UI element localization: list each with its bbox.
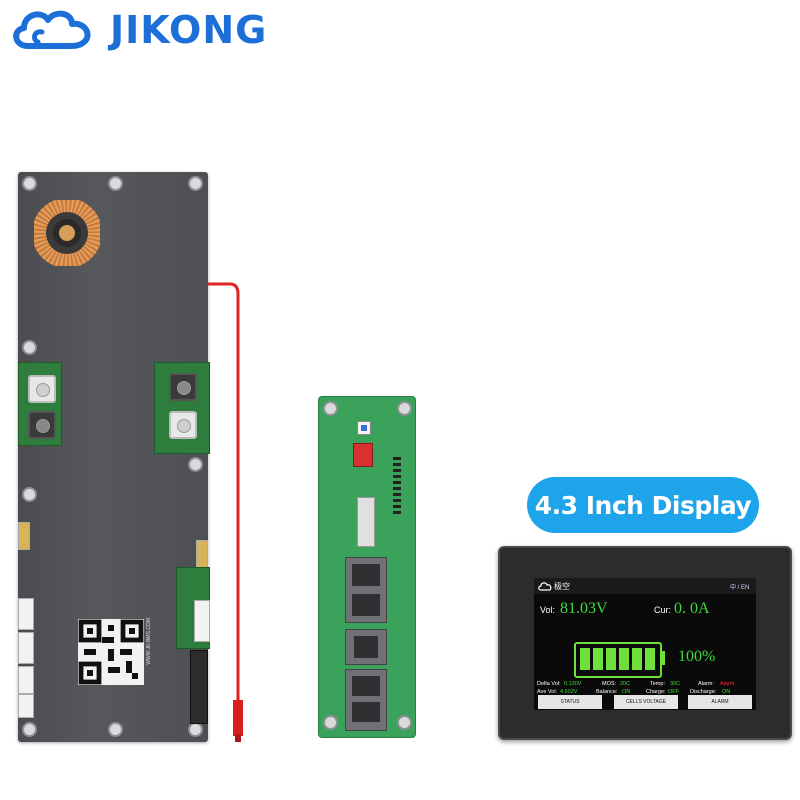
screen-brand: 极空 — [554, 582, 570, 591]
terminal-pad-p — [154, 362, 210, 454]
stat-value: ON — [622, 689, 631, 695]
battery-cell — [593, 648, 603, 670]
stat-label: Alarm: — [698, 681, 714, 687]
display-size-badge: 4.3 Inch Display — [527, 477, 759, 533]
battery-cell — [632, 648, 642, 670]
mounting-hole — [397, 715, 412, 730]
battery-cell — [606, 648, 616, 670]
brand-name: JIKONG — [110, 8, 268, 52]
jikong-logo: JIKONG — [8, 2, 267, 58]
language-toggle[interactable]: 中 / EN — [730, 585, 750, 591]
mounting-hole — [397, 401, 412, 416]
terminal-block — [357, 497, 375, 547]
tab-status[interactable]: STATUS — [538, 695, 602, 709]
lcd-screen: 极空 中 / EN Vol: 81.03V Cur: 0. 0A 100% De… — [534, 578, 756, 710]
cloud-logo-icon — [13, 10, 91, 49]
connector — [18, 522, 30, 550]
mounting-hole — [22, 487, 37, 502]
stat-value: 30C — [670, 681, 681, 687]
stat-label: Temp: — [650, 681, 665, 687]
voltage-value: 81.03V — [560, 600, 608, 617]
screen-header — [534, 578, 756, 594]
screw-terminal — [28, 375, 56, 403]
battery-cell — [580, 648, 590, 670]
mounting-hole — [188, 176, 203, 191]
mounting-hole — [323, 715, 338, 730]
stat-label: Delta Vol: — [537, 681, 561, 687]
mounting-hole — [188, 457, 203, 472]
communication-board — [318, 396, 416, 738]
alarm-status: Alarm — [720, 681, 735, 687]
balance-connector — [18, 598, 34, 630]
reset-button[interactable] — [357, 421, 371, 435]
lcd-display-module: 极空 中 / EN Vol: 81.03V Cur: 0. 0A 100% De… — [498, 546, 792, 740]
terminal-pad-b — [18, 362, 62, 446]
qr-code — [78, 619, 144, 685]
mounting-hole — [22, 722, 37, 737]
battery-tip — [660, 651, 665, 665]
mounting-hole — [22, 340, 37, 355]
stat-value: 20C — [620, 681, 631, 687]
current-value: 0. 0A — [674, 600, 710, 617]
stat-label: Discharge: — [690, 689, 717, 695]
red-wire — [208, 282, 243, 742]
stat-label: Charge: — [646, 689, 666, 695]
pin-header — [393, 457, 401, 517]
current-label: Cur: — [654, 605, 672, 615]
dip-switch[interactable] — [353, 443, 373, 467]
stat-label: Ave Vol: — [537, 689, 558, 695]
soc-value: 100% — [678, 648, 716, 665]
connector — [194, 600, 210, 642]
balance-connector — [18, 666, 34, 694]
bms-board: WWW.JK-BMS.COM — [18, 172, 210, 742]
rj11-port[interactable] — [345, 629, 387, 665]
stat-value: OFF — [668, 689, 679, 695]
screw-terminal — [169, 373, 197, 401]
screw-terminal — [169, 411, 197, 439]
balance-connector — [18, 632, 34, 664]
battery-cell — [619, 648, 629, 670]
board-url: WWW.JK-BMS.COM — [146, 618, 152, 665]
stat-label: MOS: — [602, 681, 617, 687]
voltage-label: Vol: — [540, 605, 556, 615]
stat-value: 0.130V — [564, 681, 582, 687]
stat-value: ON — [722, 689, 731, 695]
stat-value: 4.502V — [560, 689, 578, 695]
rj45-port-double[interactable] — [345, 557, 387, 623]
mounting-hole — [22, 176, 37, 191]
mounting-hole — [323, 401, 338, 416]
balance-connector — [18, 694, 34, 718]
tab-alarm[interactable]: ALARM — [688, 695, 752, 709]
pin-header — [190, 650, 208, 724]
mounting-hole — [108, 722, 123, 737]
battery-cell — [645, 648, 655, 670]
tab-cells-voltage[interactable]: CELLS VOLTAGE — [614, 695, 678, 709]
stat-label: Balance: — [596, 689, 618, 695]
screw-terminal — [28, 411, 56, 439]
rj45-port-double[interactable] — [345, 669, 387, 731]
toroid-inductor — [34, 200, 100, 266]
cloud-icon — [538, 582, 552, 591]
mounting-hole — [108, 176, 123, 191]
